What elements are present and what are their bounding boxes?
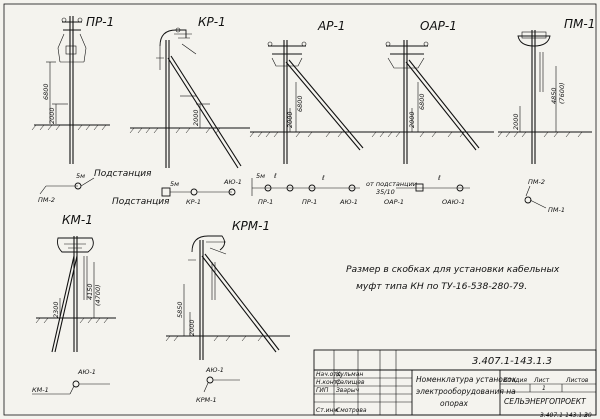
svg-text:Лист: Лист <box>533 377 550 384</box>
diagram-kr1: КР-1 2000 <box>129 15 250 169</box>
svg-text:3.407.1-143.1.3: 3.407.1-143.1.3 <box>540 412 588 419</box>
svg-text:Н.контр: Н.контр <box>316 379 341 386</box>
svg-text:ГИП: ГИП <box>316 387 329 394</box>
svg-text:2000: 2000 <box>192 109 200 126</box>
svg-text:ℓ: ℓ <box>438 174 441 182</box>
svg-text:Листов: Листов <box>565 377 589 384</box>
svg-text:35/10: 35/10 <box>376 188 395 196</box>
note-line-1: Размер в скобках для установки кабельных <box>346 264 560 275</box>
scheme-2: Подстанция 5м КР-1 АЮ-1 <box>112 178 242 207</box>
diagram-label-kr1: КР-1 <box>198 15 226 29</box>
svg-text:АЮ-1: АЮ-1 <box>77 368 96 376</box>
svg-text:АЮ-1: АЮ-1 <box>223 178 242 186</box>
svg-text:ПР-1: ПР-1 <box>258 198 273 206</box>
svg-text:2000: 2000 <box>188 319 196 336</box>
diagram-label-pr1: ПР-1 <box>86 15 114 29</box>
svg-text:Кульман: Кульман <box>336 371 363 378</box>
diagram-km1: КМ-1 4150 (4700) 2300 <box>35 213 116 353</box>
svg-text:6800: 6800 <box>296 95 304 112</box>
strut-ar1 <box>285 61 361 151</box>
svg-text:АЮ-1: АЮ-1 <box>339 198 358 206</box>
svg-text:КМ-1: КМ-1 <box>32 386 49 394</box>
svg-text:Смотрова: Смотрова <box>336 407 367 414</box>
svg-text:ПМ-2: ПМ-2 <box>38 196 55 204</box>
drawing-code: 3.407.1-143.1.3 <box>472 356 552 367</box>
svg-text:АЮ-1: АЮ-1 <box>205 366 224 374</box>
note-line-2: муфт типа КН по ТУ-16-538-280-79. <box>356 281 527 292</box>
strut-oar1 <box>405 61 477 151</box>
svg-text:5м: 5м <box>76 172 85 180</box>
svg-text:6800: 6800 <box>418 93 426 110</box>
sheet-border <box>3 3 597 416</box>
diagram-pr1: ПР-1 6800 2000 <box>31 15 114 164</box>
svg-text:КРМ-1: КРМ-1 <box>196 396 217 404</box>
svg-text:от подстанции: от подстанции <box>366 180 417 188</box>
diagram-label-oar1: ОАР-1 <box>420 19 457 33</box>
svg-text:2000: 2000 <box>286 111 294 128</box>
svg-text:2000: 2000 <box>48 107 56 124</box>
scheme-3: 5м ℓ ПР-1 <box>251 172 294 206</box>
svg-text:Подстанция: Подстанция <box>112 197 170 207</box>
svg-text:ПМ-2: ПМ-2 <box>528 178 545 186</box>
svg-text:6800: 6800 <box>42 83 50 100</box>
drawing-title-1: Номенклатура установок <box>416 375 517 384</box>
svg-text:Салищев: Салищев <box>336 379 365 386</box>
scheme-4: ℓ ПР-1 АЮ-1 <box>290 174 360 206</box>
diagram-label-krm1: КРМ-1 <box>232 219 270 233</box>
svg-text:20: 20 <box>584 412 592 419</box>
diagram-pm1: ПМ-1 4850 (7600) 2000 <box>497 17 595 164</box>
svg-text:4150: 4150 <box>86 283 94 300</box>
svg-text:5м: 5м <box>256 172 265 180</box>
svg-text:2000: 2000 <box>512 113 520 130</box>
svg-text:2000: 2000 <box>408 111 416 128</box>
svg-text:Нач.отд: Нач.отд <box>316 371 341 378</box>
svg-text:Подстанция: Подстанция <box>94 169 152 179</box>
svg-text:4850: 4850 <box>550 87 558 104</box>
svg-text:ℓ: ℓ <box>274 172 277 180</box>
scheme-6: ПМ-2 ПМ-1 <box>524 178 565 214</box>
svg-text:Стадия: Стадия <box>504 377 527 384</box>
strut-km1 <box>51 255 75 353</box>
drawing-title-3: опорах <box>440 399 468 408</box>
svg-text:ПМ-1: ПМ-1 <box>548 206 565 214</box>
drawing-title-2: электрооборудования на <box>416 387 516 396</box>
scheme-8: АЮ-1 КРМ-1 <box>196 366 240 404</box>
svg-text:ℓ: ℓ <box>322 174 325 182</box>
svg-text:Зварыч: Зварыч <box>336 387 360 394</box>
svg-text:КР-1: КР-1 <box>186 198 201 206</box>
svg-text:Ст.инж: Ст.инж <box>316 407 339 414</box>
diagram-krm1: КРМ-1 5850 2000 <box>165 219 290 360</box>
scheme-1: ПМ-2 5м Подстанция <box>38 169 152 204</box>
svg-text:5м: 5м <box>170 180 179 188</box>
organization: СЕЛЬЭНЕРГОПРОЕКТ <box>504 397 587 406</box>
cable-note: Размер в скобках для установки кабельных… <box>346 264 560 292</box>
diagram-label-pm1: ПМ-1 <box>564 17 595 31</box>
diagram-label-ar1: АР-1 <box>317 19 345 33</box>
diagram-oar1: ОАР-1 6800 2000 <box>371 19 494 164</box>
scheme-7: КМ-1 АЮ-1 <box>32 368 110 395</box>
diagram-ar1: АР-1 6800 2000 <box>249 19 374 164</box>
title-block: 3.407.1-143.1.3 Нач.отд Кульман Н.контр … <box>313 349 597 419</box>
strut-kr1 <box>167 57 239 169</box>
svg-text:(7600): (7600) <box>558 82 566 104</box>
svg-text:1: 1 <box>542 385 546 392</box>
svg-text:ОАР-1: ОАР-1 <box>384 198 404 206</box>
strut-krm1 <box>201 255 277 353</box>
svg-text:2300: 2300 <box>52 301 60 318</box>
svg-text:5850: 5850 <box>176 301 184 318</box>
svg-text:ОАЮ-1: ОАЮ-1 <box>442 198 465 206</box>
diagram-label-km1: КМ-1 <box>62 213 93 227</box>
svg-text:(4700): (4700) <box>94 284 102 306</box>
svg-text:ПР-1: ПР-1 <box>302 198 317 206</box>
scheme-5: от подстанции 35/10 ℓ ОАР-1 ОАЮ-1 <box>366 174 470 206</box>
